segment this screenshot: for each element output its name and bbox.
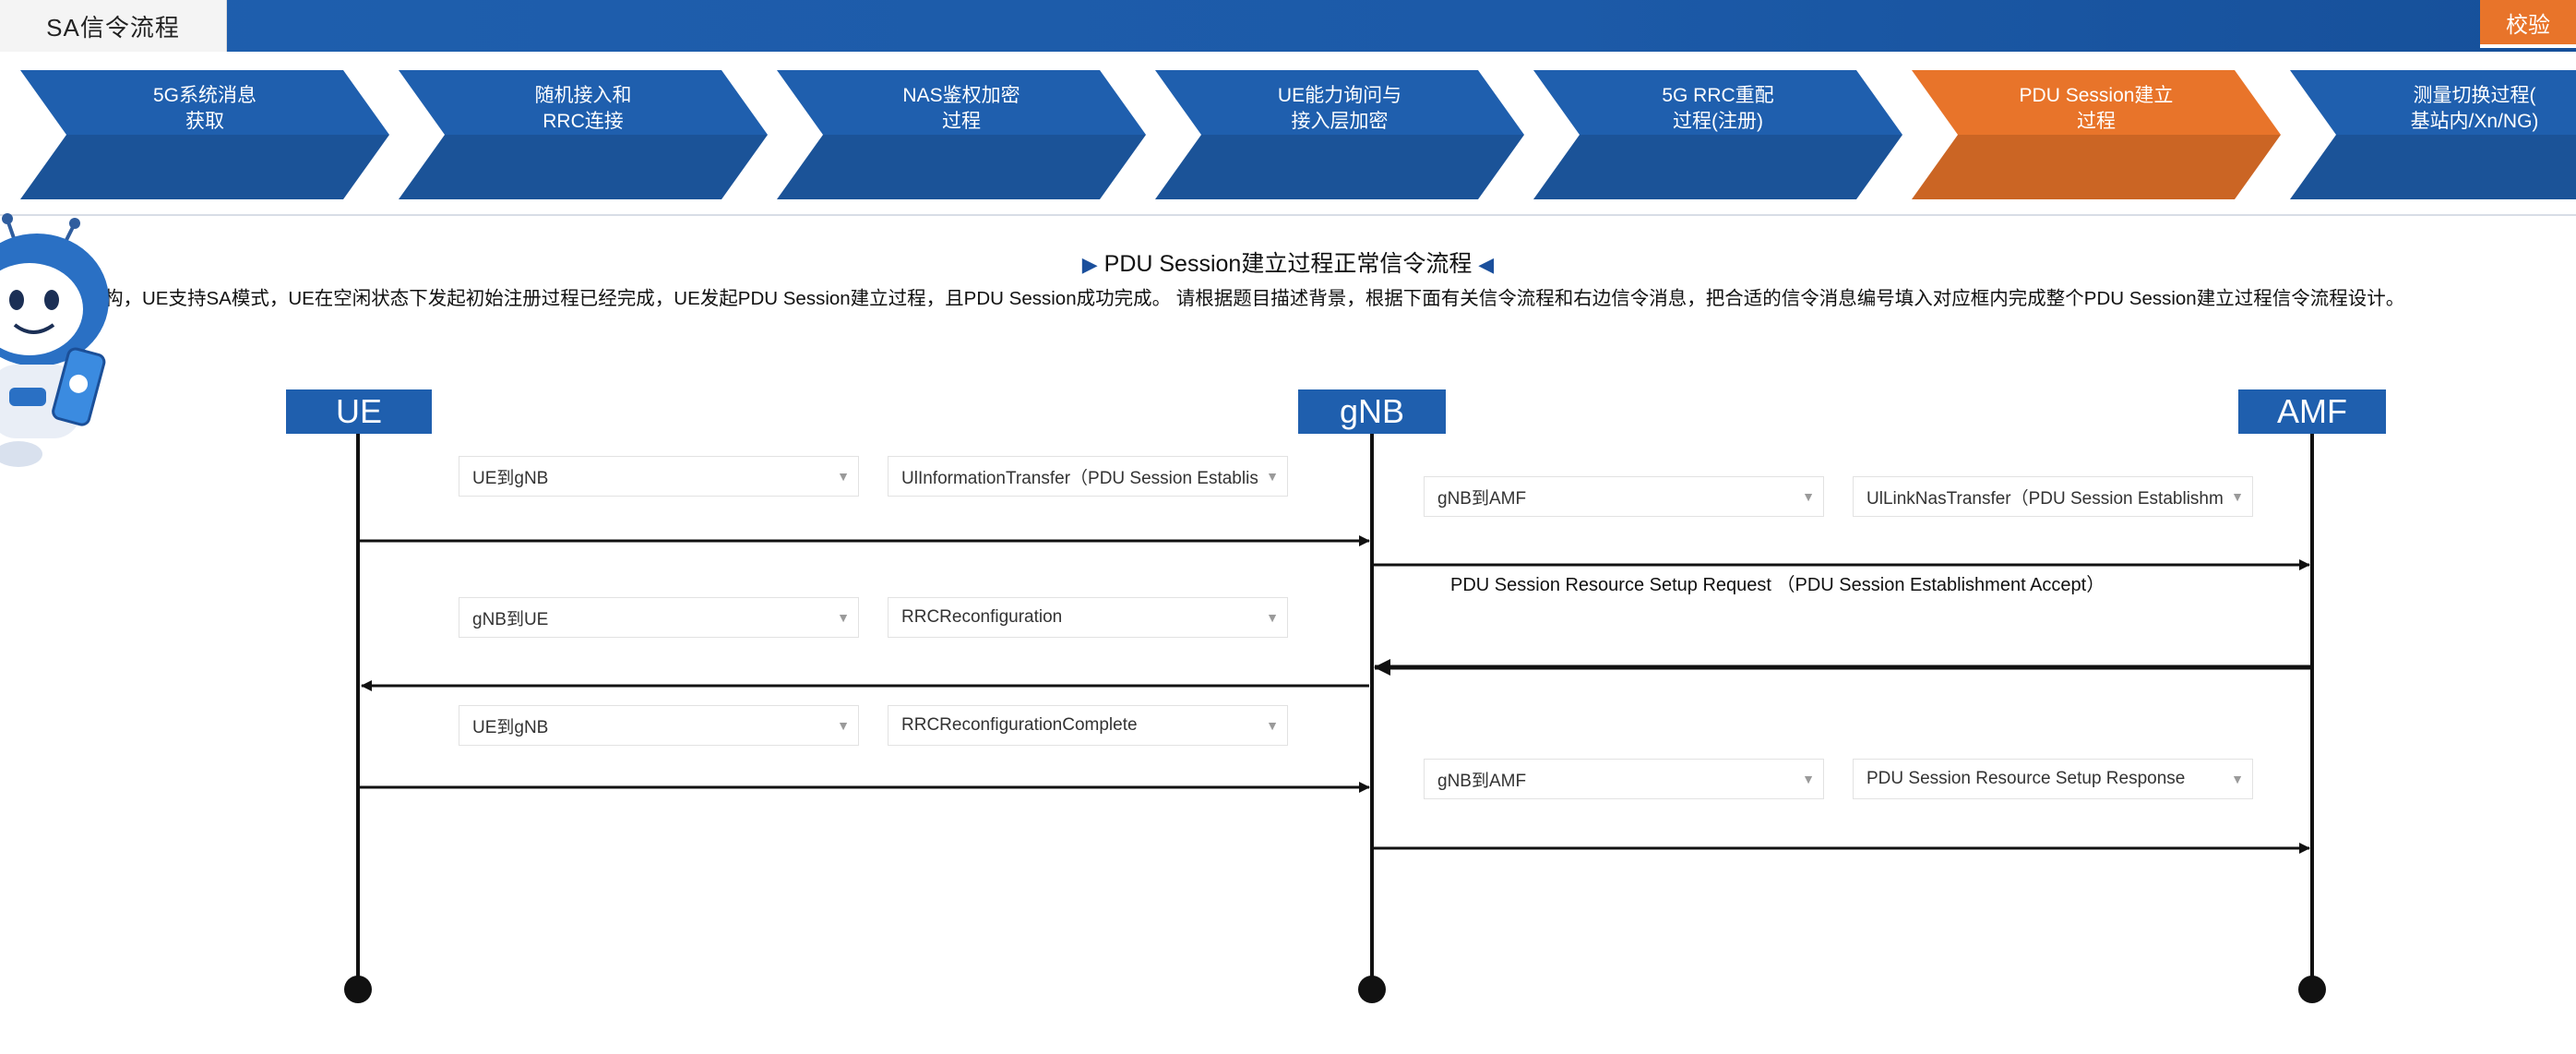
entity-ue: UE xyxy=(286,389,432,434)
check-button[interactable]: 校验 xyxy=(2480,0,2576,48)
flow-title: ▶ PDU Session建立过程正常信令流程 ◀ xyxy=(0,246,2576,279)
step-chevron-shape xyxy=(777,70,1146,199)
step-label-line1: UE能力询问与 xyxy=(1277,85,1402,106)
step-3[interactable]: NAS鉴权加密过程 xyxy=(777,70,1146,199)
entity-gnb: gNB xyxy=(1298,389,1446,434)
step-label-line1: 5G RRC重配 xyxy=(1662,85,1774,106)
caret-down-icon: ▼ xyxy=(1266,718,1279,733)
ue-lifeline-end xyxy=(344,976,372,1003)
direction-select-4-value: UE到gNB xyxy=(472,717,549,737)
step-label: 5G系统消息获取 xyxy=(48,83,362,135)
step-label-line1: 5G系统消息 xyxy=(152,85,256,106)
step-label-line1: PDU Session建立 xyxy=(2019,85,2174,106)
tab-sa-signaling-flow[interactable]: SA信令流程 xyxy=(0,0,227,52)
step-label: 5G RRC重配过程(注册) xyxy=(1561,83,1875,135)
step-chevron-shape xyxy=(2290,70,2576,199)
caret-down-icon: ▼ xyxy=(837,718,850,733)
step-label-line1: 测量切换过程( xyxy=(2413,85,2536,106)
caret-down-icon: ▼ xyxy=(1266,469,1279,484)
entity-amf: AMF xyxy=(2238,389,2386,434)
step-chevron-shape xyxy=(1912,70,2281,199)
direction-select-4[interactable]: UE到gNB ▼ xyxy=(459,705,859,746)
message-select-1-value: UlInformationTransfer（PDU Session Establ… xyxy=(901,468,1258,488)
caret-down-icon: ▼ xyxy=(837,469,850,484)
caret-down-icon: ▼ xyxy=(2231,772,2244,786)
step-label: 随机接入和 RRC连接 xyxy=(426,83,740,135)
step-chevron-shape xyxy=(399,70,768,199)
step-label: UE能力询问与接入层加密 xyxy=(1183,83,1497,135)
gnb-lifeline-end xyxy=(1358,976,1386,1003)
step-5[interactable]: 5G RRC重配过程(注册) xyxy=(1533,70,1902,199)
direction-select-5[interactable]: gNB到AMF ▼ xyxy=(1424,759,1824,799)
caret-down-icon: ▼ xyxy=(837,610,850,625)
message-select-2-value: UlLinkNasTransfer（PDU Session Establishm… xyxy=(1866,488,2223,509)
step-label: PDU Session建立过程 xyxy=(1939,83,2253,135)
step-label-line1: NAS鉴权加密 xyxy=(902,85,1020,106)
direction-select-2[interactable]: gNB到AMF ▼ xyxy=(1424,476,1824,517)
message-select-5[interactable]: PDU Session Resource Setup Response ▼ xyxy=(1853,759,2253,799)
step-label-line1: 随机接入和 xyxy=(534,85,632,106)
message-select-3[interactable]: RRCReconfiguration ▼ xyxy=(888,597,1288,638)
step-label-line2: 过程 xyxy=(942,111,981,132)
divider xyxy=(0,214,2576,216)
top-bar xyxy=(0,0,2576,52)
message-select-4-value: RRCReconfigurationComplete xyxy=(901,715,1138,735)
step-7[interactable]: 测量切换过程( 基站内/Xn/NG) xyxy=(2290,70,2576,199)
message-select-2[interactable]: UlLinkNasTransfer（PDU Session Establishm… xyxy=(1853,476,2253,517)
step-chevron-shape xyxy=(1155,70,1524,199)
step-label-line2: 过程 xyxy=(2077,111,2116,132)
direction-select-1-value: UE到gNB xyxy=(472,468,549,488)
step-label: 测量切换过程( 基站内/Xn/NG) xyxy=(2318,83,2576,135)
caret-down-icon: ▼ xyxy=(1802,772,1815,786)
direction-select-3[interactable]: gNB到UE ▼ xyxy=(459,597,859,638)
step-1[interactable]: 5G系统消息获取 xyxy=(20,70,389,199)
caret-down-icon: ▼ xyxy=(2231,489,2244,504)
direction-select-1[interactable]: UE到gNB ▼ xyxy=(459,456,859,497)
message-select-5-value: PDU Session Resource Setup Response xyxy=(1866,769,2186,788)
step-chevron-shape xyxy=(20,70,389,199)
flow-title-text: PDU Session建立过程正常信令流程 xyxy=(1103,251,1473,277)
triangle-left-icon: ◀ xyxy=(1478,253,1495,276)
step-label-line2: 过程(注册) xyxy=(1673,111,1763,132)
step-label-line2: 接入层加密 xyxy=(1291,111,1389,132)
direction-select-3-value: gNB到UE xyxy=(472,609,549,629)
message-select-1[interactable]: UlInformationTransfer（PDU Session Establ… xyxy=(888,456,1288,497)
direction-select-5-value: gNB到AMF xyxy=(1437,771,1527,791)
step-4[interactable]: UE能力询问与接入层加密 xyxy=(1155,70,1524,199)
step-label-line2: 基站内/Xn/NG) xyxy=(2410,111,2539,132)
step-label: NAS鉴权加密过程 xyxy=(805,83,1118,135)
caret-down-icon: ▼ xyxy=(1266,610,1279,625)
message-select-3-value: RRCReconfiguration xyxy=(901,607,1063,627)
step-label-line2: 获取 xyxy=(185,111,224,132)
robot-mascot-icon xyxy=(0,213,109,467)
step-6[interactable]: PDU Session建立过程 xyxy=(1912,70,2281,199)
message-select-4[interactable]: RRCReconfigurationComplete ▼ xyxy=(888,705,1288,746)
step-label-line2: RRC连接 xyxy=(543,111,624,132)
flow-description: 络架构，UE支持SA模式，UE在空闲状态下发起初始注册过程已经完成，UE发起PD… xyxy=(66,288,2405,309)
step-2[interactable]: 随机接入和 RRC连接 xyxy=(399,70,768,199)
triangle-right-icon: ▶ xyxy=(1081,253,1098,276)
direction-select-2-value: gNB到AMF xyxy=(1437,488,1527,509)
caret-down-icon: ▼ xyxy=(1802,489,1815,504)
static-message-label: PDU Session Resource Setup Request （PDU … xyxy=(1450,575,2105,595)
amf-lifeline-end xyxy=(2298,976,2326,1003)
step-chevron-shape xyxy=(1533,70,1902,199)
